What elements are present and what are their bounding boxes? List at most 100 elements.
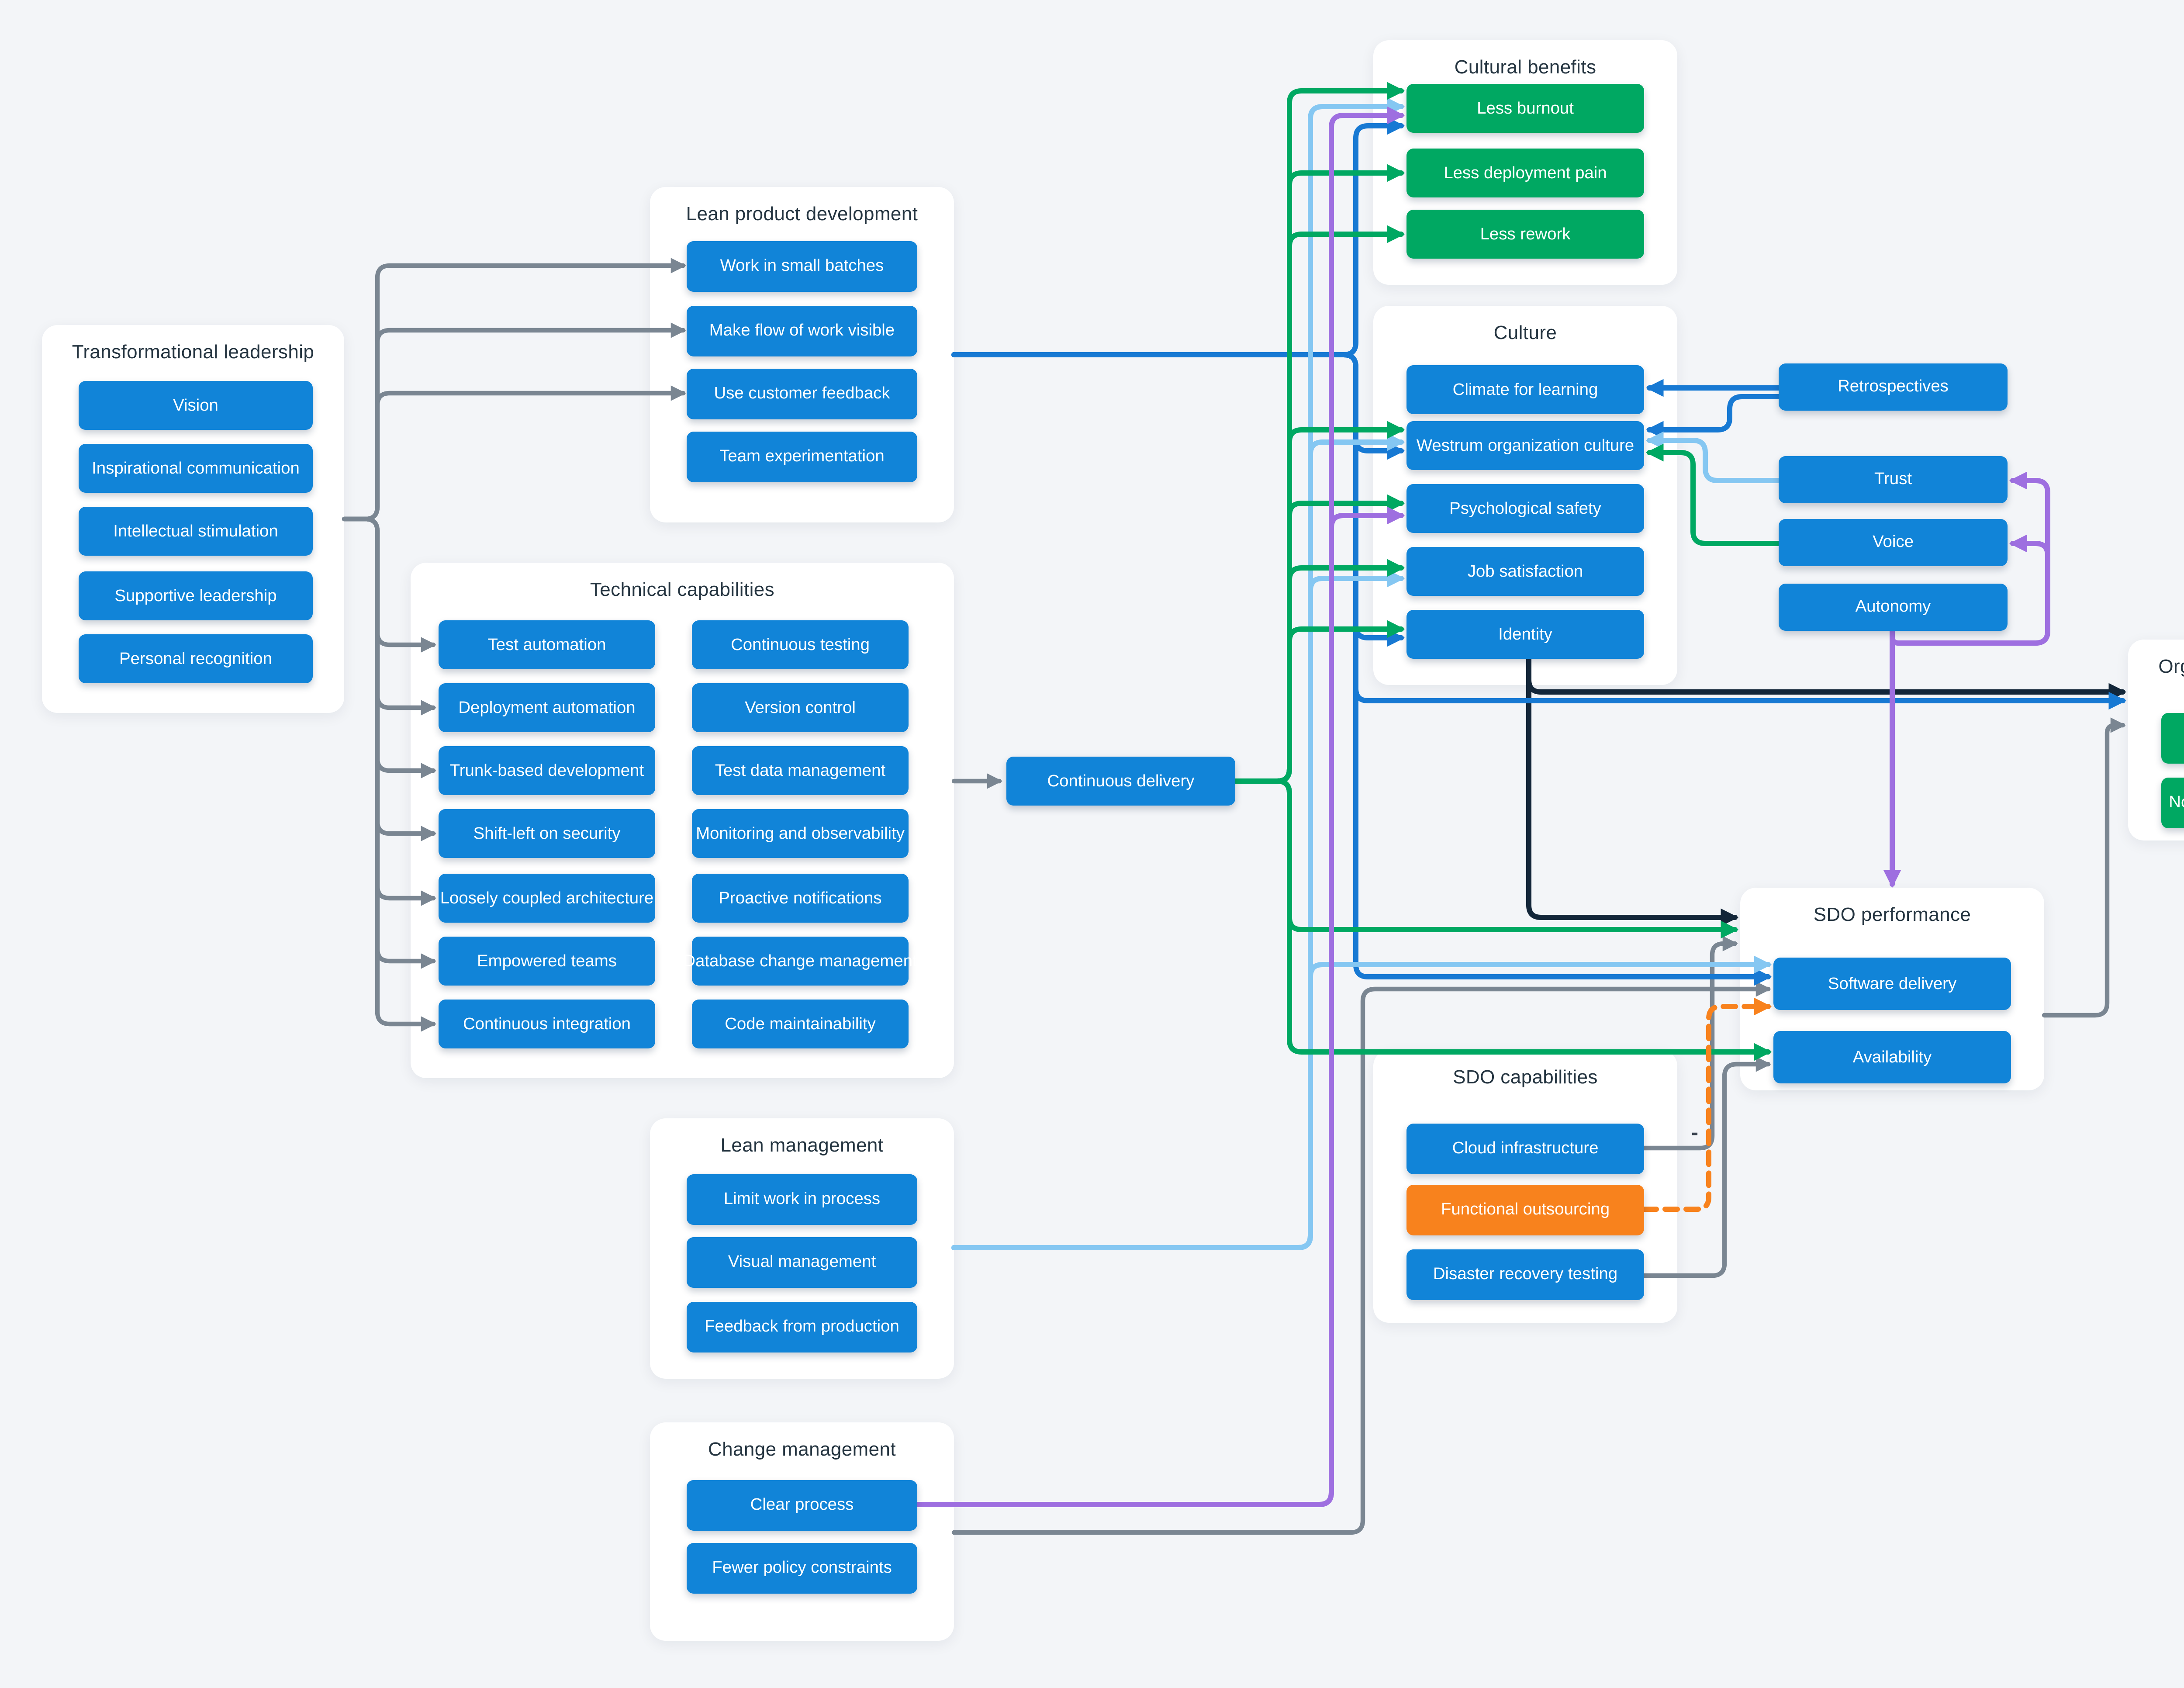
node-label-test-data-management: Test data management <box>715 761 886 780</box>
node-label-functional-outsourcing: Functional outsourcing <box>1441 1200 1610 1220</box>
node-label-continuous-testing: Continuous testing <box>731 635 870 654</box>
node-loosely-coupled-architecture[interactable]: Loosely coupled architecture <box>439 874 655 923</box>
group-title-culture: Culture <box>1493 323 1557 344</box>
node-test-data-management[interactable]: Test data management <box>692 746 909 795</box>
node-label-voice: Voice <box>1873 533 1914 552</box>
node-label-less-deployment-pain: Less deployment pain <box>1444 163 1607 183</box>
node-limit-work-in-process[interactable]: Limit work in process <box>687 1174 917 1225</box>
negative-effect-label: - <box>1691 1120 1698 1145</box>
node-vision[interactable]: Vision <box>79 381 313 430</box>
node-job-satisfaction[interactable]: Job satisfaction <box>1406 547 1644 596</box>
node-label-software-delivery: Software delivery <box>1828 974 1957 993</box>
node-proactive-notifications[interactable]: Proactive notifications <box>692 874 909 923</box>
edge-clear-process-to-psychological-safety <box>915 506 1405 1507</box>
node-label-trunk-based-development: Trunk-based development <box>449 761 644 780</box>
edge-transformational-leadership-to-make-flow-of-work-visible <box>342 322 687 522</box>
node-label-job-satisfaction: Job satisfaction <box>1467 562 1583 581</box>
edge-lean-management-to-less-burnout <box>951 97 1405 1250</box>
group-change-management: Change management <box>650 1422 954 1641</box>
node-label-team-experimentation: Team experimentation <box>719 447 885 467</box>
node-continuous-delivery[interactable]: Continuous delivery <box>1006 757 1235 806</box>
node-supportive-leadership[interactable]: Supportive leadership <box>79 571 313 620</box>
node-trust[interactable]: Trust <box>1779 456 2008 503</box>
node-label-inspirational-communication: Inspirational communication <box>92 459 300 478</box>
node-label-less-burnout: Less burnout <box>1477 99 1574 118</box>
node-less-rework[interactable]: Less rework <box>1406 210 1644 259</box>
node-commercial-performance[interactable]: Commercial performance <box>2161 713 2184 764</box>
node-test-automation[interactable]: Test automation <box>439 620 655 669</box>
node-label-vision: Vision <box>173 396 218 415</box>
node-fewer-policy-constraints[interactable]: Fewer policy constraints <box>687 1543 917 1594</box>
node-identity[interactable]: Identity <box>1406 610 1644 659</box>
node-cloud-infrastructure[interactable]: Cloud infrastructure <box>1406 1124 1644 1174</box>
node-deployment-automation[interactable]: Deployment automation <box>439 683 655 732</box>
node-label-visual-management: Visual management <box>728 1253 876 1272</box>
node-label-empowered-teams: Empowered teams <box>477 951 617 971</box>
edge-transformational-leadership-to-work-in-small-batches <box>342 258 687 522</box>
node-label-westrum-organization-culture: Westrum organization culture <box>1416 436 1635 455</box>
node-label-supportive-leadership: Supportive leadership <box>114 586 277 605</box>
node-autonomy[interactable]: Autonomy <box>1779 584 2008 631</box>
node-inspirational-communication[interactable]: Inspirational communication <box>79 444 313 493</box>
group-title-organizational-performance: Organizational performance <box>2158 657 2184 678</box>
node-monitoring-and-observability[interactable]: Monitoring and observability <box>692 809 909 858</box>
node-label-availability: Availability <box>1852 1048 1932 1067</box>
node-use-customer-feedback[interactable]: Use customer feedback <box>687 369 917 419</box>
node-visual-management[interactable]: Visual management <box>687 1237 917 1288</box>
node-psychological-safety[interactable]: Psychological safety <box>1406 484 1644 533</box>
node-label-intellectual-stimulation: Intellectual stimulation <box>113 522 278 541</box>
node-trunk-based-development[interactable]: Trunk-based development <box>439 746 655 795</box>
edge-continuous-delivery-to-sdo-performance <box>1233 778 1739 939</box>
node-label-non-commercial-performance: Non-commercial performance <box>2169 793 2184 813</box>
edge-lean-product-development-to-identity <box>951 352 1405 647</box>
node-label-code-maintainability: Code maintainability <box>725 1014 876 1034</box>
node-disaster-recovery-testing[interactable]: Disaster recovery testing <box>1406 1249 1644 1300</box>
edge-transformational-leadership-to-use-customer-feedback <box>342 385 687 522</box>
node-label-database-change-management: Database change management <box>683 951 917 971</box>
node-label-personal-recognition: Personal recognition <box>119 649 272 668</box>
node-label-work-in-small-batches: Work in small batches <box>720 257 884 276</box>
node-software-delivery[interactable]: Software delivery <box>1773 958 2011 1010</box>
node-shift-left-on-security[interactable]: Shift-left on security <box>439 809 655 858</box>
node-label-shift-left-on-security: Shift-left on security <box>473 824 621 843</box>
group-title-technical-capabilities: Technical capabilities <box>590 580 775 601</box>
node-empowered-teams[interactable]: Empowered teams <box>439 937 655 986</box>
node-database-change-management[interactable]: Database change management <box>683 937 917 986</box>
node-work-in-small-batches[interactable]: Work in small batches <box>687 241 917 292</box>
node-climate-for-learning[interactable]: Climate for learning <box>1406 365 1644 414</box>
node-label-use-customer-feedback: Use customer feedback <box>714 384 890 404</box>
node-code-maintainability[interactable]: Code maintainability <box>692 1000 909 1048</box>
edge-lean-product-development-to-less-burnout <box>951 117 1405 357</box>
node-team-experimentation[interactable]: Team experimentation <box>687 432 917 482</box>
node-label-loosely-coupled-architecture: Loosely coupled architecture <box>440 889 654 908</box>
node-label-limit-work-in-process: Limit work in process <box>723 1190 881 1209</box>
node-functional-outsourcing[interactable]: Functional outsourcing <box>1406 1185 1644 1235</box>
node-version-control[interactable]: Version control <box>692 683 909 732</box>
node-label-disaster-recovery-testing: Disaster recovery testing <box>1433 1265 1618 1284</box>
node-less-burnout[interactable]: Less burnout <box>1406 84 1644 133</box>
node-less-deployment-pain[interactable]: Less deployment pain <box>1406 149 1644 197</box>
node-westrum-organization-culture[interactable]: Westrum organization culture <box>1406 421 1644 470</box>
node-retrospectives[interactable]: Retrospectives <box>1779 363 2008 411</box>
group-title-sdo-capabilities: SDO capabilities <box>1453 1068 1598 1089</box>
node-label-version-control: Version control <box>745 698 856 717</box>
node-availability[interactable]: Availability <box>1773 1031 2011 1083</box>
group-title-lean-product-development: Lean product development <box>686 204 918 225</box>
node-intellectual-stimulation[interactable]: Intellectual stimulation <box>79 507 313 556</box>
node-label-fewer-policy-constraints: Fewer policy constraints <box>712 1559 892 1578</box>
node-label-climate-for-learning: Climate for learning <box>1452 380 1598 399</box>
node-label-retrospectives: Retrospectives <box>1838 377 1949 397</box>
node-label-feedback-from-production: Feedback from production <box>705 1318 899 1337</box>
node-non-commercial-performance[interactable]: Non-commercial performance <box>2161 778 2184 828</box>
node-clear-process[interactable]: Clear process <box>687 1480 917 1531</box>
node-personal-recognition[interactable]: Personal recognition <box>79 634 313 683</box>
node-label-identity: Identity <box>1498 625 1552 644</box>
node-voice[interactable]: Voice <box>1779 519 2008 566</box>
node-continuous-integration[interactable]: Continuous integration <box>439 1000 655 1048</box>
node-make-flow-of-work-visible[interactable]: Make flow of work visible <box>687 306 917 356</box>
node-continuous-testing[interactable]: Continuous testing <box>692 620 909 669</box>
node-label-autonomy: Autonomy <box>1855 598 1931 617</box>
node-feedback-from-production[interactable]: Feedback from production <box>687 1302 917 1352</box>
